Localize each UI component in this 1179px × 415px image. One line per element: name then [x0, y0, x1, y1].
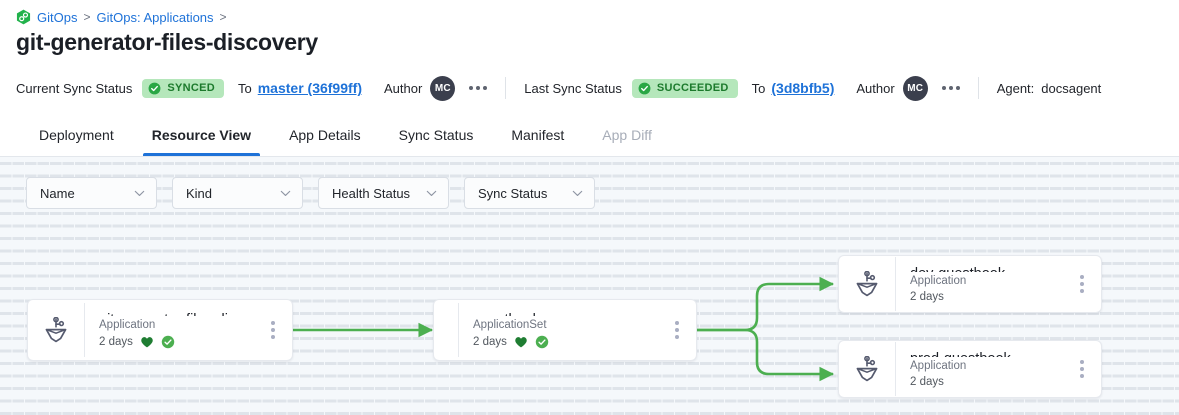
last-to-label: To: [751, 80, 766, 96]
current-sync-status-badge[interactable]: SYNCED: [142, 78, 224, 98]
tab-sync-status[interactable]: Sync Status: [398, 127, 474, 143]
page-title: git-generator-files-discovery: [16, 29, 318, 55]
last-sync-status-label: Last Sync Status: [524, 80, 622, 96]
node-kind: Application: [910, 275, 967, 288]
status-divider-1: [505, 77, 507, 99]
breadcrumb-link-gitops-applications[interactable]: GitOps: Applications: [96, 9, 214, 25]
chevron-down-icon: [572, 190, 583, 196]
last-sync-more-menu-icon[interactable]: [941, 86, 960, 90]
node-title: prod-guestbook: [910, 350, 1071, 357]
tab-manifest[interactable]: Manifest: [511, 127, 565, 143]
filter-name-label: Name: [40, 185, 75, 201]
healthy-heart-icon: [515, 337, 527, 348]
node-title: git-generator-files-disco...: [99, 311, 262, 316]
node-age: 2 days: [99, 336, 133, 348]
graph-node-git-generator-files-discovery[interactable]: git-generator-files-disco... Application…: [27, 299, 293, 361]
synced-check-icon: [535, 335, 549, 349]
current-sync-status-label: Current Sync Status: [16, 80, 133, 96]
edge-appset-to-dev: [697, 276, 835, 332]
breadcrumb-link-gitops[interactable]: GitOps: [37, 9, 78, 25]
filter-bar: Name Kind Health Status Sync Status: [26, 177, 595, 209]
filter-health-status-label: Health Status: [332, 185, 411, 201]
status-bar: Current Sync Status SYNCED To master (36…: [16, 73, 1101, 103]
node-more-menu-icon[interactable]: [262, 321, 284, 339]
agent-label: Agent:: [996, 80, 1035, 96]
current-sync-more-menu-icon[interactable]: [469, 86, 488, 90]
filter-health-status-dropdown[interactable]: Health Status: [318, 177, 449, 209]
filter-sync-status-label: Sync Status: [478, 185, 548, 201]
node-more-menu-icon[interactable]: [1071, 360, 1093, 378]
tab-bar: Deployment Resource View App Details Syn…: [0, 118, 1179, 157]
node-meta: 2 days: [473, 335, 666, 349]
last-author-avatar[interactable]: MC: [902, 75, 928, 101]
filter-kind-dropdown[interactable]: Kind: [172, 177, 303, 209]
tab-app-diff: App Diff: [602, 127, 652, 143]
chevron-down-icon: [280, 190, 291, 196]
node-kind: ApplicationSet: [473, 319, 547, 332]
resource-graph-canvas[interactable]: Name Kind Health Status Sync Status: [0, 157, 1179, 415]
node-more-menu-icon[interactable]: [666, 321, 688, 339]
status-divider-2: [977, 77, 979, 99]
node-kind: Application: [99, 319, 156, 332]
filter-kind-label: Kind: [186, 185, 213, 201]
chevron-down-icon: [134, 190, 145, 196]
node-title: dev-guestbook: [910, 265, 1071, 272]
last-sync-status-badge-text: SUCCEEDED: [656, 82, 729, 94]
agent-value: docsagent: [1041, 80, 1102, 96]
node-title: guestbook: [473, 311, 666, 316]
tab-app-details[interactable]: App Details: [289, 127, 361, 143]
filter-sync-status-dropdown[interactable]: Sync Status: [464, 177, 595, 209]
tab-resource-view[interactable]: Resource View: [133, 118, 270, 156]
chevron-down-icon: [426, 190, 437, 196]
current-to-label: To: [237, 80, 252, 96]
node-meta: 2 days: [99, 335, 262, 349]
argo-application-icon: [839, 355, 895, 383]
node-kind: Application: [910, 360, 967, 373]
graph-node-dev-guestbook[interactable]: dev-guestbook Application 2 days: [838, 255, 1102, 313]
node-more-menu-icon[interactable]: [1071, 275, 1093, 293]
succeeded-check-icon: [638, 82, 651, 94]
node-age: 2 days: [473, 336, 507, 348]
current-author-label: Author: [383, 80, 423, 96]
node-age: 2 days: [910, 376, 944, 388]
argo-application-icon: [839, 270, 895, 298]
filter-name-dropdown[interactable]: Name: [26, 177, 157, 209]
breadcrumb-separator-2: >: [219, 10, 227, 24]
graph-node-prod-guestbook[interactable]: prod-guestbook Application 2 days: [838, 340, 1102, 398]
synced-check-icon: [161, 335, 175, 349]
last-revision-link[interactable]: (3d8bfb5): [771, 80, 835, 96]
current-sync-status-badge-text: SYNCED: [167, 82, 215, 94]
last-sync-status-badge[interactable]: SUCCEEDED: [631, 78, 738, 98]
breadcrumb-separator-1: >: [83, 10, 91, 24]
edge-appset-to-prod: [697, 328, 835, 382]
node-meta: 2 days: [910, 376, 1071, 388]
argo-application-icon: [28, 316, 84, 344]
current-revision-link[interactable]: master (36f99ff): [257, 80, 362, 96]
tab-deployment[interactable]: Deployment: [39, 127, 114, 143]
synced-check-icon: [148, 82, 161, 94]
node-meta: 2 days: [910, 291, 1071, 303]
last-author-label: Author: [856, 80, 895, 96]
healthy-heart-icon: [141, 337, 153, 348]
node-age: 2 days: [910, 291, 944, 303]
current-author-avatar[interactable]: MC: [430, 75, 456, 101]
graph-node-guestbook-appset[interactable]: guestbook ApplicationSet 2 days: [433, 299, 697, 361]
gitops-hexagon-logo-icon: [16, 9, 31, 25]
breadcrumb: GitOps > GitOps: Applications >: [16, 9, 227, 25]
